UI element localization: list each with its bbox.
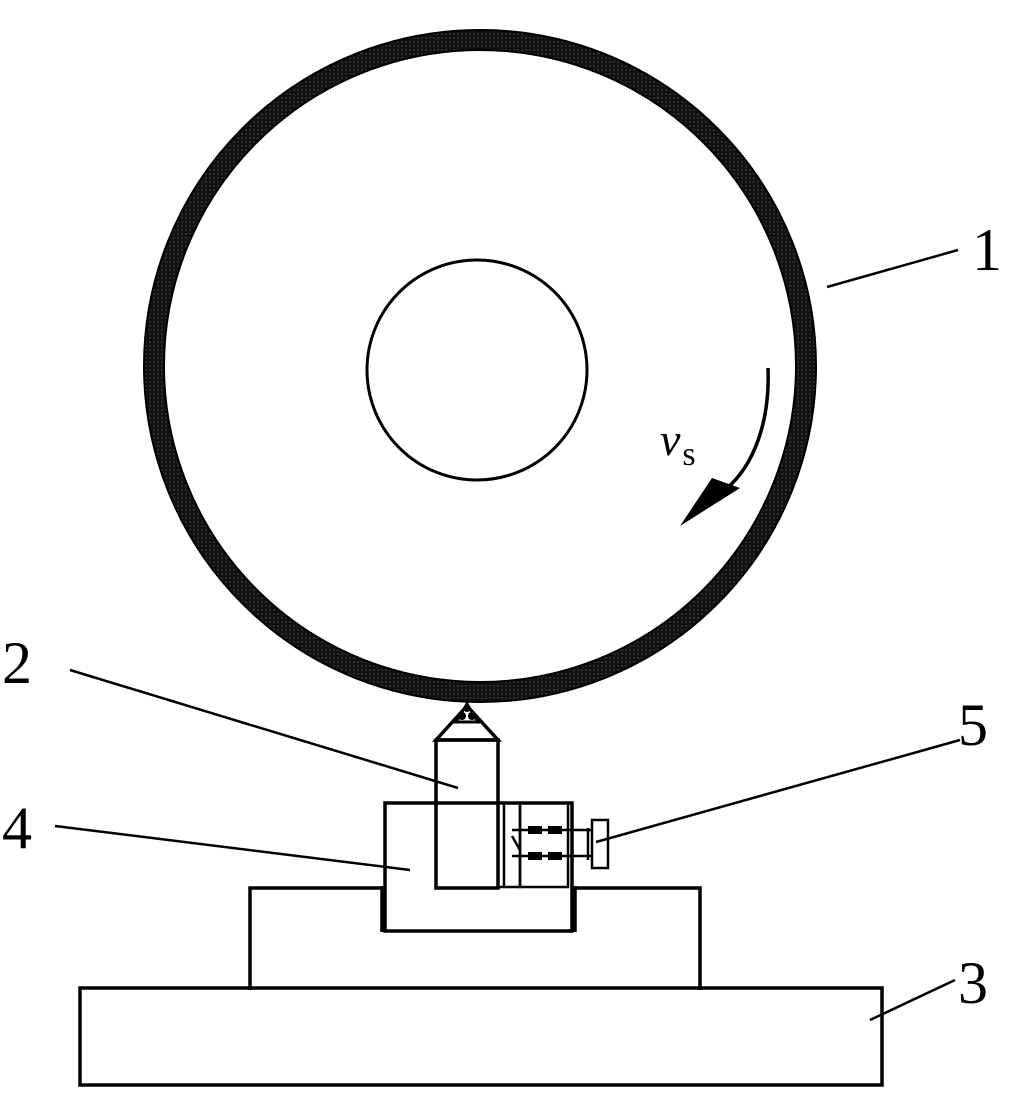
label-holder: 4 xyxy=(2,795,32,861)
grinding-wheel xyxy=(143,29,817,703)
screw-knob xyxy=(590,818,610,870)
rotation-arrow xyxy=(680,367,770,526)
base-plate xyxy=(78,986,884,1087)
label-wheel: 1 xyxy=(972,217,1002,283)
velocity-label: vs xyxy=(660,414,696,473)
tool-holder xyxy=(380,801,577,933)
wheel-hub xyxy=(365,258,589,482)
label-screw: 5 xyxy=(958,692,988,758)
dressing-tool xyxy=(432,701,502,890)
arrow-head xyxy=(680,478,740,526)
clamp-screw xyxy=(496,801,610,889)
leader-lines xyxy=(54,248,961,1022)
label-tool: 2 xyxy=(2,630,32,696)
support-block xyxy=(248,886,702,990)
label-base: 3 xyxy=(958,950,988,1016)
